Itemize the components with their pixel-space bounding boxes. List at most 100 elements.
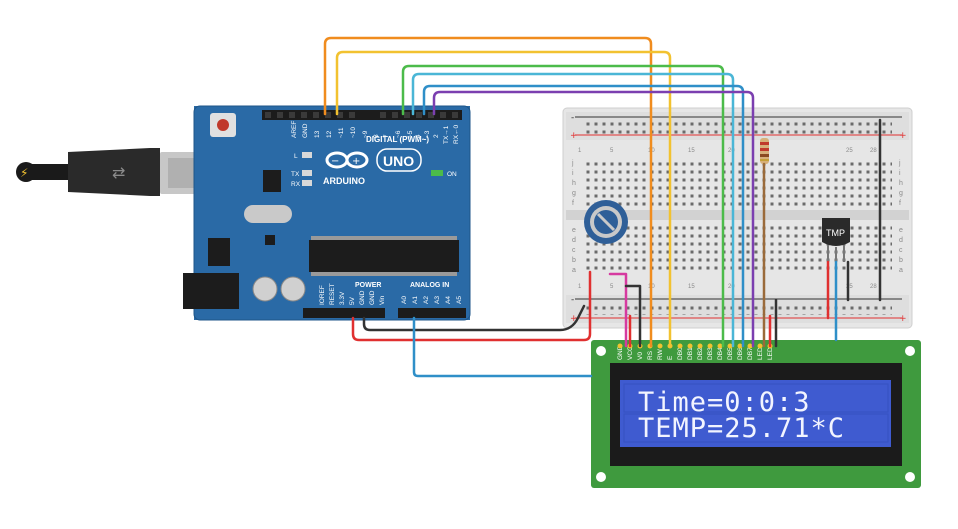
lcd-pin-label: DB2	[697, 347, 704, 360]
bb-letter: g	[572, 190, 576, 197]
bb-letter: a	[899, 267, 903, 274]
bb-num: 15	[688, 148, 695, 154]
lcd-pin-label: DB6	[737, 347, 744, 360]
pin-label: IOREF	[319, 285, 326, 305]
pin-label: GND	[369, 290, 376, 305]
bb-letter: g	[899, 190, 903, 197]
bb-num: 20	[728, 284, 735, 290]
bb-num: 25	[846, 284, 853, 290]
power-led	[431, 170, 443, 176]
arduino-uno-board[interactable]: ⚡ ⇄ AREF GND 13 12 ~11 ~10 ~9 8 7	[16, 105, 471, 321]
wire-blue	[422, 84, 745, 348]
lcd-pin-label: DB4	[717, 347, 724, 360]
power-pin-labels: IOREF RESET 3.3V 5V GND GND Vin	[319, 283, 386, 305]
sensor-label: TMP	[826, 228, 845, 238]
lcd-pin-label: E	[667, 355, 674, 360]
rx-led	[302, 180, 312, 186]
pin-label: TX→1	[443, 125, 450, 144]
wires	[323, 36, 882, 378]
bb-letter: h	[572, 180, 576, 187]
pin-label: GND	[302, 123, 309, 138]
rail-minus-top-left: -	[571, 113, 574, 123]
pin-label: A5	[456, 296, 463, 304]
temperature-sensor[interactable]: TMP	[822, 218, 850, 262]
bb-num: 28	[870, 148, 877, 154]
bb-num: 5	[610, 148, 614, 154]
bb-letter: c	[572, 247, 576, 254]
pin-label: 7	[383, 134, 390, 138]
lcd-pin-label: DB0	[677, 347, 684, 360]
wire-black-pot	[624, 284, 642, 348]
pin-label: A3	[434, 296, 441, 304]
lcd-pin-label: RS	[647, 350, 654, 360]
rail-plus-top-right: +	[899, 131, 907, 141]
svg-text:+: +	[352, 156, 360, 167]
pin-label: Vin	[379, 295, 386, 305]
on-led-label: ON	[447, 171, 457, 178]
wire-cyan	[411, 72, 735, 348]
arduino-logo-icon: − +	[325, 151, 369, 169]
arduino-brand: ARDUINO	[323, 176, 365, 186]
bb-letter: e	[899, 227, 903, 234]
lcd-line-1: Time=0:0:3	[638, 387, 811, 418]
bb-letter: d	[572, 237, 576, 244]
rail-minus-bottom-left: -	[571, 295, 574, 305]
breadboard-row-letters-right: j i h g f e d c b a	[898, 160, 903, 274]
wire-black-board	[362, 304, 586, 332]
bb-num: 28	[870, 284, 877, 290]
lcd-pin-label: DB3	[707, 347, 714, 360]
l-led	[302, 152, 312, 158]
potentiometer[interactable]	[584, 200, 628, 244]
bb-letter: i	[572, 170, 574, 177]
rx-led-label: RX	[291, 181, 301, 188]
lcd-module[interactable]: Time=0:0:3 TEMP=25.71*C GND VCC V0 RS RW…	[591, 340, 921, 488]
power-header-label: POWER	[355, 282, 381, 289]
pin-label: AREF	[291, 121, 298, 138]
bb-num: 1	[578, 284, 582, 290]
breadboard-row-letters-left: j i h g f e d c b a	[571, 160, 576, 274]
rail-plus-bottom-right: +	[899, 314, 907, 324]
atmega-chip	[309, 240, 459, 272]
pin-label: 8	[373, 134, 380, 138]
rail-plus-bottom-left: +	[570, 314, 578, 324]
wire-red-board	[351, 270, 592, 342]
pin-label: A0	[401, 296, 408, 304]
svg-text:−: −	[331, 156, 339, 167]
bb-num: 5	[610, 284, 614, 290]
lcd-pin-label: DB5	[727, 347, 734, 360]
bb-num: 25	[846, 148, 853, 154]
pin-label: 2	[433, 134, 440, 138]
bb-letter: f	[899, 200, 901, 207]
digital-pin-labels: AREF GND 13 12 ~11 ~10 ~9 8 7 ~6 ~5 4 ~3…	[291, 121, 460, 144]
pin-label: 5V	[349, 296, 356, 305]
bb-letter: b	[899, 257, 903, 264]
bb-letter: b	[572, 257, 576, 264]
bb-num: 20	[728, 148, 735, 154]
lcd-pin-label: V0	[637, 352, 644, 360]
l-led-label: L	[294, 153, 298, 160]
lcd-pin-label: DB7	[747, 347, 754, 360]
pin-label: A1	[412, 296, 419, 304]
lcd-pin-label: DB1	[687, 347, 694, 360]
lcd-pin-labels: GND VCC V0 RS RW E DB0 DB1 DB2 DB3 DB4 D…	[617, 343, 774, 360]
bb-letter: f	[572, 200, 574, 207]
pin-label: RESET	[329, 283, 336, 305]
wire-green	[401, 64, 725, 348]
pin-label: 13	[314, 130, 321, 138]
pin-label: 12	[326, 130, 333, 138]
bb-letter: e	[572, 227, 576, 234]
pin-label: 4	[415, 134, 422, 138]
pin-label: ~11	[338, 127, 345, 138]
lcd-pin-label: VCC	[627, 346, 634, 360]
pin-label: ~9	[362, 130, 369, 138]
pin-label: ~5	[407, 130, 414, 138]
analog-pin-labels: A0 A1 A2 A3 A4 A5	[401, 296, 463, 304]
wire-orange	[323, 36, 653, 348]
pin-label: ~10	[350, 127, 357, 138]
bb-num: 15	[688, 284, 695, 290]
bb-letter: c	[899, 247, 903, 254]
wire-pink	[608, 272, 628, 348]
bb-letter: h	[899, 180, 903, 187]
resistor	[760, 138, 769, 164]
